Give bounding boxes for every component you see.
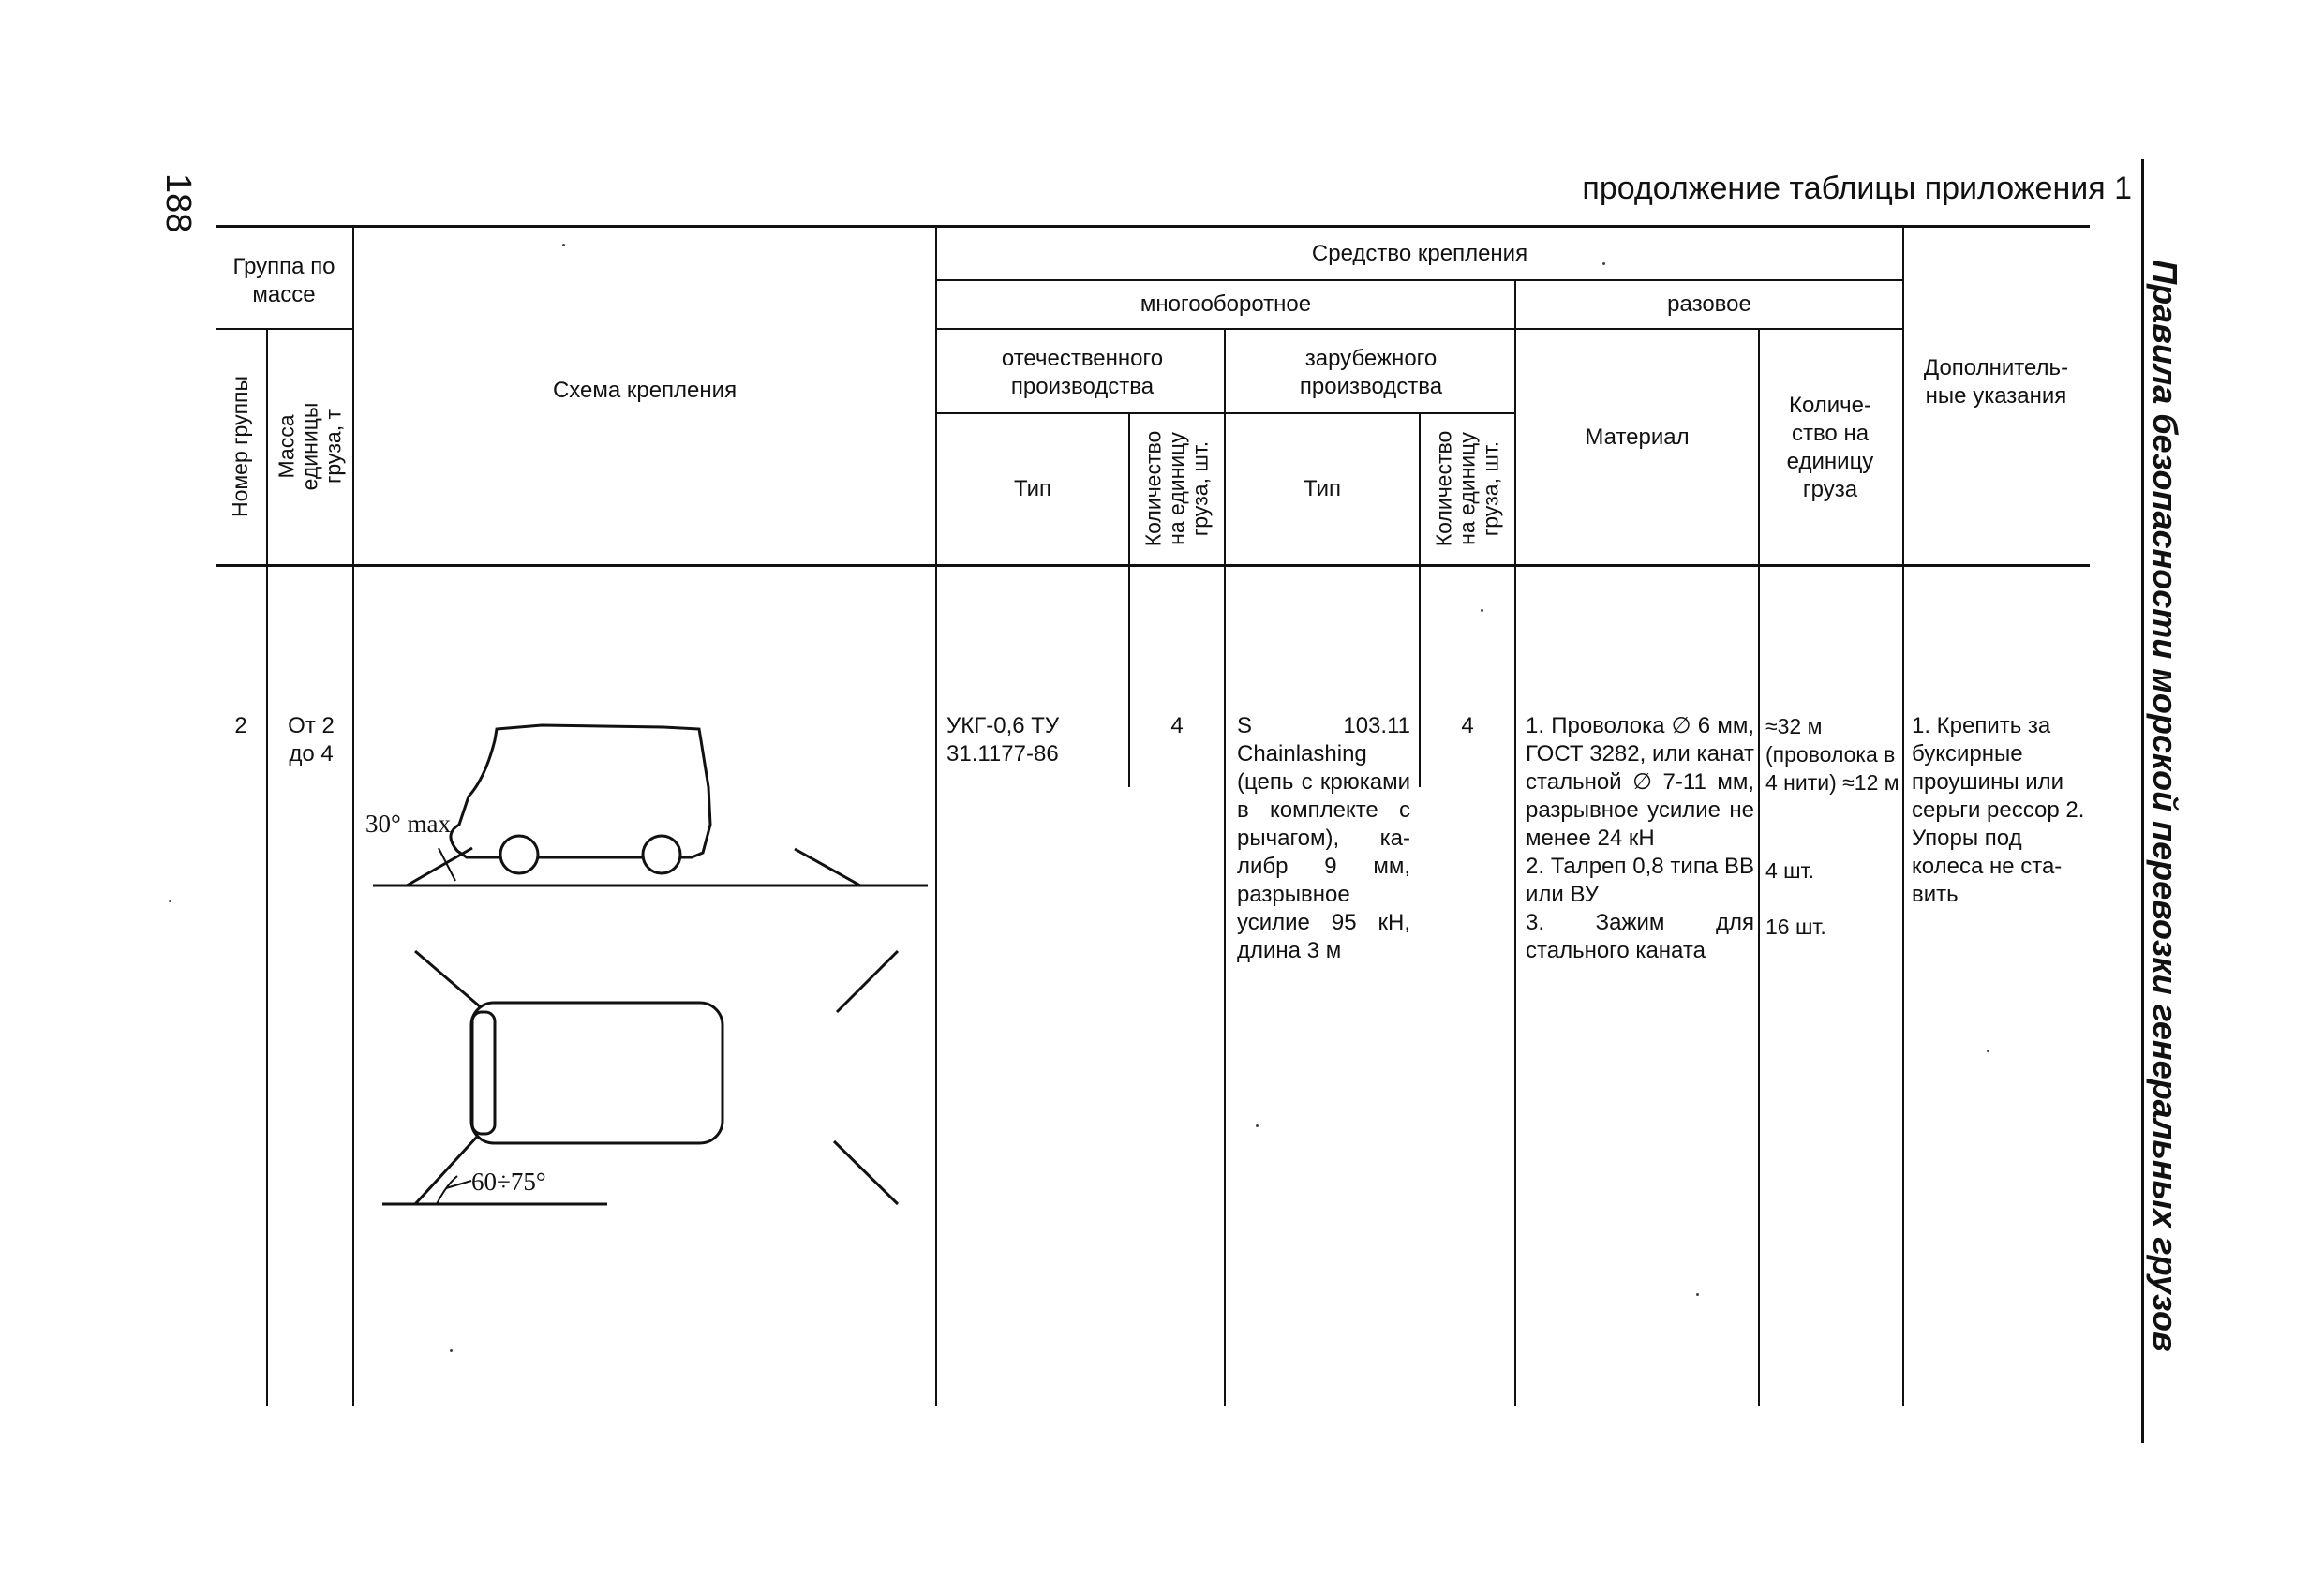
hline-origin: [935, 412, 1516, 414]
angle-pointer: [438, 847, 456, 882]
vline-foreign-type: [1419, 412, 1421, 787]
header-domestic: отечественного производства: [1001, 346, 1164, 399]
vline-group-number: [266, 328, 268, 1406]
header-group-number: Номер группы: [216, 330, 266, 562]
header-bottom-rule: [216, 564, 2090, 567]
header-group-number-text: Номер группы: [228, 375, 253, 517]
cell-material-list: 1. Проволока ∅ 6 мм, ГОСТ 3282, или кана…: [1526, 712, 1754, 965]
hline-fastening: [935, 279, 1904, 281]
lashing-top-left-front: [414, 949, 482, 1009]
header-qty-single: Количе­ство на единицу груза: [1786, 393, 1874, 502]
scan-speck: [562, 244, 565, 246]
hline-mass-group: [216, 328, 354, 330]
scan-speck: [1602, 262, 1605, 265]
scan-speck: [1481, 609, 1483, 612]
lashing-right-side: [794, 847, 861, 887]
scan-speck: [1987, 1050, 1989, 1052]
header-single-use: разовое: [1667, 291, 1751, 317]
running-title-rule: [2141, 159, 2144, 1443]
header-qty-domestic-text: Количество на единицу груза, шт.: [1140, 430, 1213, 546]
vline-domestic-type: [1128, 412, 1130, 787]
vehicle-top-outline: [469, 1001, 724, 1145]
cell-mass: От 2 до 4: [288, 713, 335, 767]
angle-top-label: 60÷75°: [471, 1168, 546, 1196]
lashing-top-right-front: [835, 949, 900, 1014]
vline-scheme: [935, 225, 937, 1406]
header-qty-domestic: Количество на единицу груза, шт.: [1130, 414, 1224, 562]
header-scheme: Схема крепления: [552, 378, 737, 403]
qty-item-3: 16 шт.: [1765, 915, 1826, 939]
header-reusable: многооборотное: [1140, 291, 1312, 317]
vline-mass-group: [352, 225, 354, 1406]
angle-top-pointer: [445, 1180, 472, 1189]
header-notes: Дополнитель­ные указания: [1923, 355, 2069, 409]
vline-material: [1758, 328, 1760, 1406]
vline-domestic-foreign: [1224, 328, 1226, 1406]
header-unit-mass: Масса единицы груза, т: [268, 330, 352, 562]
material-item-1: 1. Проволока ∅ 6 мм, ГОСТ 3282, или кана…: [1526, 713, 1754, 851]
cell-foreign-type: S 103.11 Chainlashing (цепь с крю­ками в…: [1237, 713, 1410, 963]
cell-notes: 1. Крепить за буксирные проушины или сер…: [1912, 713, 2085, 907]
scan-speck: [1256, 1124, 1259, 1127]
top-view: [382, 949, 900, 1206]
header-type-foreign: Тип: [1303, 476, 1341, 501]
vehicle-side-outline: [449, 723, 712, 859]
scan-speck: [169, 900, 171, 902]
material-item-3: 3. Зажим для стального каната: [1526, 910, 1754, 963]
header-qty-foreign-text: Количество на единицу груза, шт.: [1431, 430, 1503, 546]
header-qty-foreign: Количество на единицу груза, шт.: [1421, 414, 1514, 562]
lashing-top-left-rear: [413, 1134, 480, 1206]
material-item-2: 2. Талреп 0,8 типа ВВ или ВУ: [1526, 854, 1754, 907]
rear-wheel: [641, 834, 682, 875]
front-wheel: [499, 834, 540, 875]
vline-notes: [1902, 225, 1904, 1406]
vehicle-top-cab: [470, 1010, 497, 1136]
scan-speck: [1696, 1293, 1699, 1296]
qty-item-2: 4 шт.: [1765, 858, 1815, 883]
cell-group: 2: [234, 713, 247, 738]
qty-item-1: ≈32 м (проволока в 4 нити) ≈12 м: [1765, 714, 1899, 795]
scheme-drawing: 30° max 60÷75°: [365, 723, 928, 1206]
header-unit-mass-text: Масса единицы груза, т: [274, 402, 346, 490]
vline-reusable-single: [1514, 281, 1516, 1406]
table-caption: продолжение таблицы приложения 1: [1582, 171, 2132, 206]
header-mass-group: Группа по массе: [232, 254, 335, 307]
running-title: Правила безопасности морской перевозки г…: [2137, 169, 2193, 1443]
table-top-rule: [216, 225, 2090, 228]
cell-domestic-type: УКГ-0,6 ТУ 31.1177-86: [946, 713, 1060, 767]
angle-side-label: 30° max: [365, 810, 452, 838]
header-type-domestic: Тип: [1013, 476, 1051, 501]
angle-arc: [436, 1175, 458, 1205]
lashing-top-right-rear: [832, 1139, 900, 1206]
header-fastening-means: Средство крепления: [1311, 241, 1528, 266]
side-view: [373, 723, 928, 887]
lashing-left-side: [406, 846, 473, 887]
running-title-text: Правила безопасности морской перевозки г…: [2146, 260, 2185, 1352]
cell-foreign-qty: 4: [1461, 713, 1474, 738]
header-foreign: зарубежного производства: [1299, 346, 1443, 399]
header-material: Материал: [1585, 424, 1690, 450]
cell-domestic-qty: 4: [1170, 713, 1184, 738]
hline-reusable: [935, 328, 1904, 330]
cell-qty-list: ≈32 м (проволока в 4 нити) ≈12 м 4 шт. 1…: [1765, 712, 1900, 941]
scan-speck: [450, 1349, 453, 1352]
page-number: 188: [158, 173, 198, 233]
